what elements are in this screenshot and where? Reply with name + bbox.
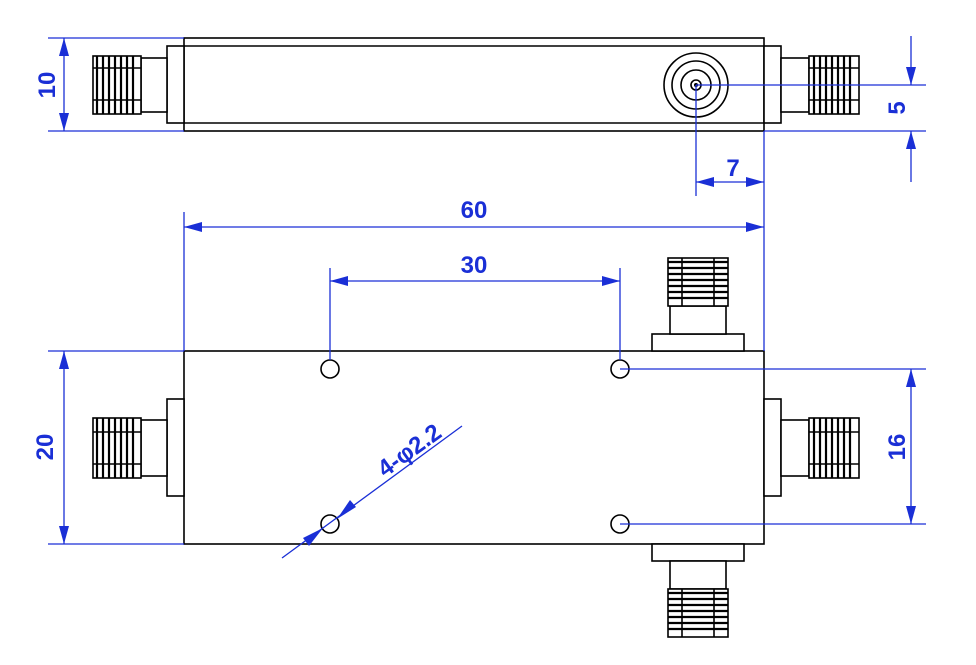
top-lower-flange	[651, 543, 745, 562]
side-left-connector-body	[140, 57, 168, 113]
top-left-flange	[166, 398, 185, 497]
dim-body-width-label: 20	[32, 434, 59, 461]
top-left-connector-thread	[92, 417, 142, 479]
top-right-connector-thread	[808, 417, 860, 479]
top-right-connector-body	[780, 419, 810, 477]
side-left-connector-thread	[92, 55, 142, 115]
dim-side-height-label: 10	[34, 72, 61, 99]
side-view: 10 5 7	[34, 36, 926, 196]
top-upper-flange	[651, 333, 745, 352]
dim-hole-spacing-label: 30	[461, 252, 488, 279]
top-right-flange	[763, 398, 782, 497]
top-lower-connector-body	[669, 560, 727, 590]
dim-hole-pitch-vertical: 16	[620, 368, 926, 525]
top-lower-connector-thread	[667, 588, 729, 638]
top-upper-connector-thread	[667, 257, 729, 307]
dim-overall-length-label: 60	[461, 197, 488, 224]
dim-hole-pitch-vertical-label: 16	[884, 434, 911, 461]
dim-port-offset: 5	[696, 36, 926, 182]
mounting-hole	[320, 514, 340, 534]
dim-port-from-edge: 7	[695, 85, 765, 196]
dim-overall-length: 60	[183, 196, 765, 351]
top-left-connector-body	[140, 419, 168, 477]
top-upper-connector-body	[669, 305, 727, 335]
top-view: 60 30 20 16	[32, 196, 926, 638]
dim-port-from-edge-label: 7	[726, 155, 739, 182]
dim-side-height: 10	[34, 37, 184, 132]
dim-hole-spacing: 30	[329, 252, 621, 360]
dim-body-width: 20	[32, 350, 184, 545]
dim-port-offset-label: 5	[884, 101, 911, 114]
side-left-flange	[166, 45, 185, 124]
top-view-body	[183, 350, 765, 545]
